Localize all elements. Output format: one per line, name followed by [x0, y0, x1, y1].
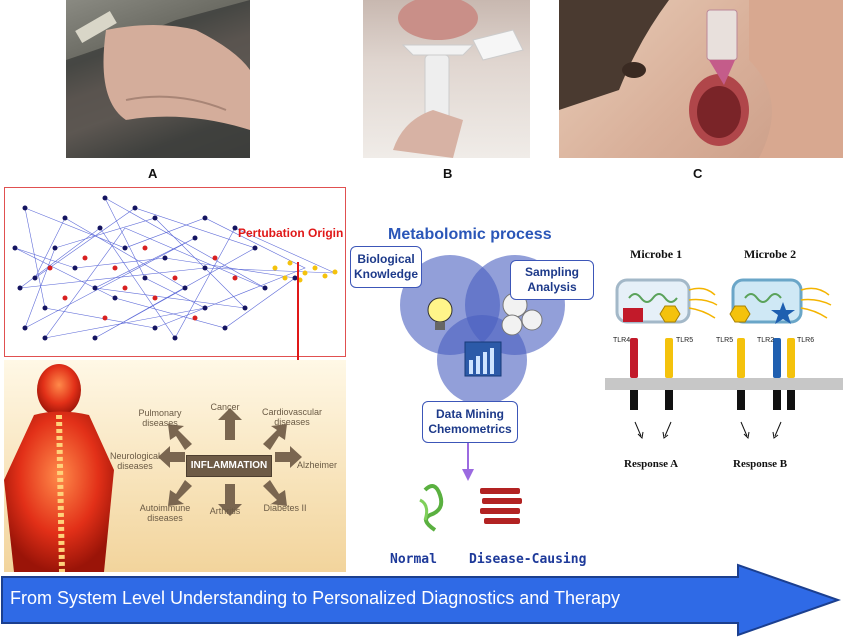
tlr5b-label: TLR5 [716, 337, 734, 344]
tlr5a-label: TLR5 [676, 337, 694, 344]
human-body-illustration [4, 364, 114, 572]
disease-causing-label: Disease-Causing [469, 552, 587, 567]
disease-cardiovascular: Cardiovascular diseases [261, 407, 323, 427]
network-graph [12, 195, 338, 341]
photo-a-neck-swab [66, 0, 250, 158]
network-graph-box [4, 187, 346, 357]
photo-a-illustration [66, 0, 250, 158]
banner-text: From System Level Understanding to Perso… [10, 588, 620, 608]
banner-arrow [1, 563, 842, 637]
tlr-diagram [605, 278, 843, 440]
microbe1-title: Microbe 1 [630, 247, 683, 261]
disease-diabetes: Diabetes II [263, 503, 307, 513]
tlr6-label: TLR6 [797, 337, 815, 344]
photo-a-label: A [148, 166, 158, 181]
photo-b-illustration [393, 0, 524, 158]
disease-neurological: Neurological diseases [109, 451, 161, 471]
photo-b-label: B [443, 166, 453, 181]
perturbation-origin-label: Pertubation Origin [238, 226, 344, 240]
photo-b-saliva-collector [363, 0, 530, 158]
response-a-label: Response A [624, 458, 679, 470]
metabolomic-title: Metabolomic process [388, 226, 552, 243]
disease-pulmonary: Pulmonary diseases [138, 408, 182, 428]
data-mining-box: Data Mining Chemometrics [422, 401, 518, 443]
response-b-label: Response B [733, 458, 788, 470]
disease-arthritis: Arthritis [209, 506, 241, 516]
disease-autoimmune: Autoimmune diseases [139, 503, 191, 523]
datamining-arrow [462, 443, 474, 481]
inflammation-center: INFLAMMATION [186, 455, 272, 477]
biological-knowledge-box: Biological Knowledge [350, 246, 422, 288]
photo-c-oral-drop [559, 0, 843, 158]
microbe2-title: Microbe 2 [744, 247, 797, 261]
sampling-analysis-box: Sampling Analysis [510, 260, 594, 300]
photo-c-illustration [559, 0, 843, 158]
photo-c-label: C [693, 166, 703, 181]
protein-illustrations [419, 484, 522, 532]
tlr4-label: TLR4 [613, 337, 631, 344]
disease-cancer: Cancer [210, 402, 240, 412]
disease-alzheimer: Alzheimer [296, 460, 337, 470]
normal-label: Normal [390, 552, 437, 567]
inflammation-panel [4, 360, 346, 572]
inflammation-arrows [158, 408, 302, 516]
tlr2-label: TLR2 [757, 337, 775, 344]
